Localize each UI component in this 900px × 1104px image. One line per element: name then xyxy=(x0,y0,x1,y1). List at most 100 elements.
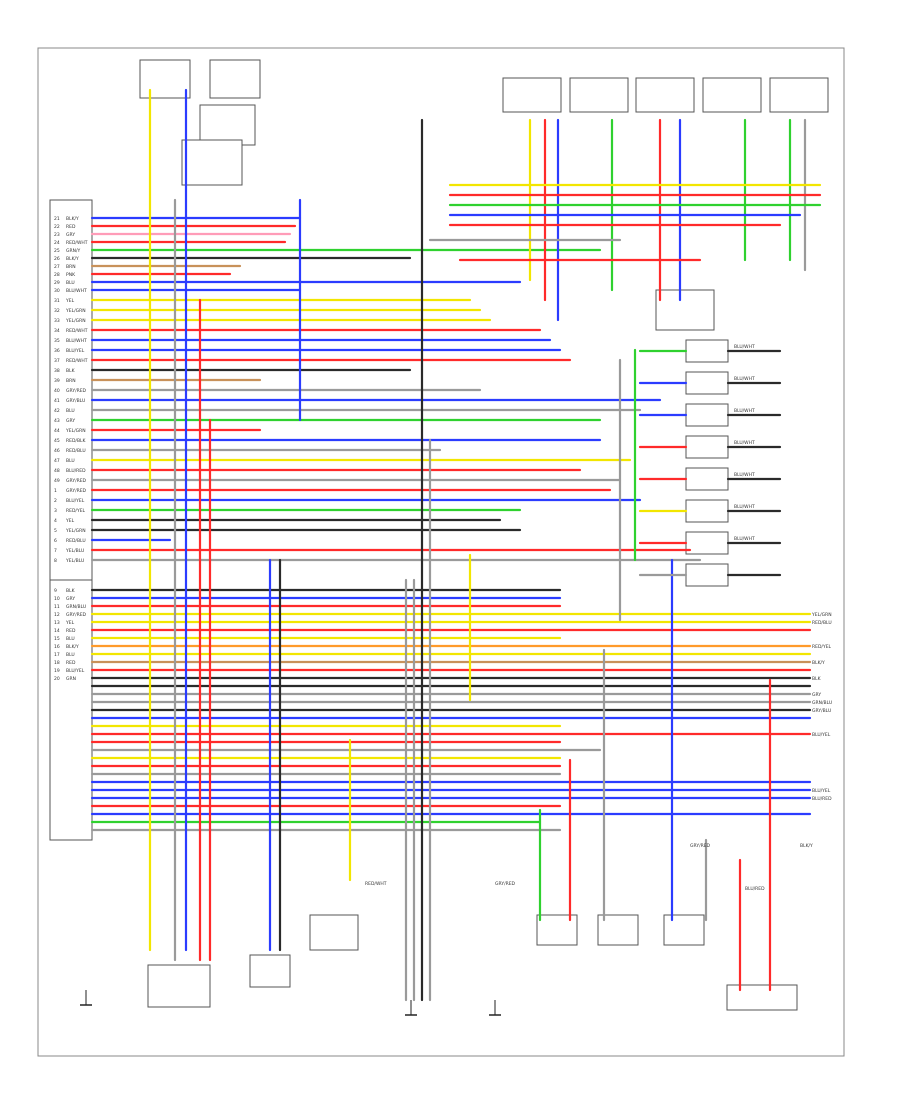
ignition-coil-5 xyxy=(769,77,829,113)
ecm-pin-wire-label: YEL/BLU xyxy=(65,548,84,554)
ecm-pin-wire-label: GRY xyxy=(66,232,75,238)
ecm-pin-number: 45 xyxy=(54,438,60,444)
ecm-pin-number: 10 xyxy=(54,596,60,602)
ecm-pin-wire-label: RED xyxy=(66,224,76,230)
ignition-coil-1 xyxy=(502,77,562,113)
right-wire-label: GRN/BLU xyxy=(812,700,832,706)
injector-wire-label: BLU/WHT xyxy=(734,344,755,350)
ecm-pin-wire-label: YEL/GRN xyxy=(65,528,86,534)
ecm-pin-number: 28 xyxy=(54,272,60,278)
ecm-pin-wire-label: YEL xyxy=(65,298,75,304)
injector-1 xyxy=(685,339,729,363)
ecm-pin-wire-label: GRN/BLU xyxy=(66,604,86,610)
ecm-pin-wire-label: YEL/GRN xyxy=(65,428,86,434)
ecm-pin-number: 2 xyxy=(54,498,57,504)
ecm-pin-wire-label: GRY xyxy=(66,418,75,424)
ecm-pin-wire-label: RED/YEL xyxy=(66,508,86,514)
ecm-pin-wire-label: BRN xyxy=(66,264,76,270)
ecm-pin-wire-label: RED/WHT xyxy=(66,328,88,334)
ecm-pin-number: 1 xyxy=(54,488,57,494)
ecm-pin-wire-label: RED/WHT xyxy=(66,240,88,246)
ecm-pin-wire-label: BLU/YEL xyxy=(66,668,85,674)
ecm-pin-wire-label: BLK/Y xyxy=(66,216,79,222)
ecm-pin-wire-label: GRY xyxy=(66,596,75,602)
ecm-pin-wire-label: YEL xyxy=(65,620,75,626)
ecm-pin-wire-label: BLU/WHT xyxy=(66,338,87,344)
injector-wire-label: BLU/WHT xyxy=(734,440,755,446)
ecm-pin-number: 31 xyxy=(54,298,60,304)
ecm-pin-wire-label: GRY/RED xyxy=(66,612,87,618)
ecm-pin-wire-label: RED/BLU xyxy=(66,448,86,454)
injector-2 xyxy=(685,371,729,395)
ecm-pin-wire-label: BLU xyxy=(66,652,75,658)
right-wire-label: BLU/YEL xyxy=(812,788,831,794)
injector-3 xyxy=(685,403,729,427)
ground-symbol-right xyxy=(489,1000,501,1016)
injector-wire-label: BLU/WHT xyxy=(734,504,755,510)
right-wire-label: BLK xyxy=(812,676,822,682)
diagram-frame xyxy=(37,47,845,1057)
ecm-pin-wire-label: BLK xyxy=(66,368,76,374)
ecm-pin-wire-label: GRY/RED xyxy=(66,478,87,484)
lower-wire-label: BLU/RED xyxy=(745,886,765,892)
ecm-pin-wire-label: RED/BLK xyxy=(66,438,87,444)
sensor-top-left xyxy=(139,59,191,99)
right-wire-label: BLU/RED xyxy=(812,796,832,802)
ecm-pin-number: 42 xyxy=(54,408,60,414)
ecm-pin-wire-label: RED/WHT xyxy=(66,358,88,364)
ecm-pin-number: 4 xyxy=(54,518,57,524)
injector-8 xyxy=(685,563,729,587)
ecm-pin-number: 14 xyxy=(54,628,60,634)
ecm-pin-number: 26 xyxy=(54,256,60,262)
ecm-pin-wire-label: RED/BLU xyxy=(66,538,86,544)
ecm-pin-wire-label: BLU/YEL xyxy=(66,498,85,504)
lower-wire-label: BLK/Y xyxy=(800,843,813,849)
ecm-pin-number: 12 xyxy=(54,612,60,618)
injector-5 xyxy=(685,467,729,491)
lower-wire-label: GRY/RED xyxy=(690,843,711,849)
ecm-pin-number: 33 xyxy=(54,318,60,324)
sensor-top-mid xyxy=(209,59,261,99)
ecm-pin-number: 27 xyxy=(54,264,60,270)
ecm-pin-wire-label: BLU/YEL xyxy=(66,348,85,354)
throttle-control-box xyxy=(147,964,211,1008)
sensor-lower-right-2 xyxy=(663,914,705,946)
ecm-pin-number: 30 xyxy=(54,288,60,294)
throttle-sensor-box xyxy=(181,139,243,186)
ecm-pin-number: 7 xyxy=(54,548,57,554)
ecm-pin-number: 23 xyxy=(54,232,60,238)
ecm-pin-number: 8 xyxy=(54,558,57,564)
right-wire-label: RED/YEL xyxy=(812,644,832,650)
ecm-pin-wire-label: YEL/GRN xyxy=(65,308,86,314)
ecm-pin-wire-label: GRY/RED xyxy=(66,388,87,394)
ecm-pin-wire-label: BLK/Y xyxy=(66,256,79,262)
ecm-pin-number: 46 xyxy=(54,448,60,454)
ecm-pin-number: 43 xyxy=(54,418,60,424)
injector-6 xyxy=(685,499,729,523)
module-box xyxy=(655,289,715,331)
ecm-pin-number: 29 xyxy=(54,280,60,286)
ecm-connector-lower xyxy=(49,579,93,841)
injector-wire-label: BLU/WHT xyxy=(734,536,755,542)
lower-wire-label: GRY/RED xyxy=(495,881,516,887)
ecm-pin-number: 18 xyxy=(54,660,60,666)
ground-symbol-mid xyxy=(405,1000,417,1016)
injector-7 xyxy=(685,531,729,555)
ecm-pin-wire-label: BLU xyxy=(66,408,75,414)
right-wire-label: YEL/GRN xyxy=(811,612,832,618)
sensor-top-mid-sub xyxy=(199,104,256,146)
ecm-pin-number: 17 xyxy=(54,652,60,658)
ecm-pin-number: 41 xyxy=(54,398,60,404)
lower-wire-label: RED/WHT xyxy=(365,881,387,887)
ecm-pin-wire-label: BRN xyxy=(66,378,76,384)
ecm-pin-wire-label: BLK xyxy=(66,588,76,594)
ecm-pin-wire-label: RED xyxy=(66,660,76,666)
ecm-pin-wire-label: PNK xyxy=(66,272,76,278)
ecm-pin-number: 34 xyxy=(54,328,60,334)
ecm-pin-number: 40 xyxy=(54,388,60,394)
ecm-pin-wire-label: GRN/Y xyxy=(66,248,80,254)
ecm-pin-wire-label: BLU xyxy=(66,636,75,642)
right-wire-label: GRY xyxy=(812,692,821,698)
